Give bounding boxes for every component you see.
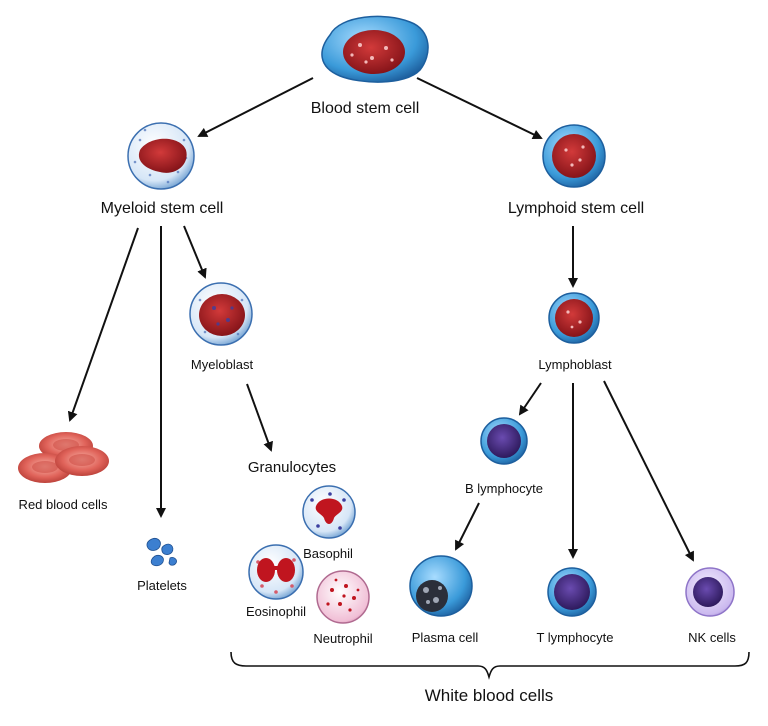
arrow-stem-to-myeloid — [197, 77, 314, 137]
neutrophil-icon — [316, 570, 370, 624]
platelets-icon — [146, 538, 177, 567]
arrow-b-to-plasma — [455, 502, 480, 551]
label-basophil: Basophil — [303, 546, 353, 561]
label-platelets: Platelets — [137, 578, 187, 593]
label-eosinophil: Eosinophil — [246, 604, 306, 619]
myeloblast-icon — [189, 282, 253, 346]
label-b-lymphocyte: B lymphocyte — [464, 481, 544, 496]
lineage-arrows — [67, 77, 694, 562]
t-lymphocyte-icon — [547, 567, 597, 617]
arrow-myeloid-to-rbc — [67, 227, 139, 422]
label-myeloid-stem-cell: Myeloid stem cell — [100, 200, 224, 217]
eosinophil-icon — [248, 544, 304, 600]
arrow-myeloblast-to-granulocytes — [246, 383, 273, 452]
plasma-cell-icon — [409, 555, 473, 617]
b-lymphocyte-icon — [480, 417, 528, 465]
arrow-lymphoblast-to-b — [518, 382, 542, 416]
label-neutrophil: Neutrophil — [313, 631, 373, 646]
arrow-myeloid-to-myeloblast — [183, 225, 207, 279]
basophil-icon — [302, 485, 356, 539]
label-blood-stem-cell: Blood stem cell — [310, 100, 420, 117]
label-lymphoid-stem-cell: Lymphoid stem cell — [507, 200, 645, 217]
lymphoblast-icon — [548, 292, 600, 344]
label-red-blood-cells: Red blood cells — [18, 497, 108, 512]
lymphoid-stem-cell-icon — [542, 124, 606, 188]
label-myeloblast: Myeloblast — [190, 357, 254, 372]
white-blood-cells-brace — [230, 651, 750, 680]
myeloid-stem-cell-icon — [127, 122, 195, 190]
blood-stem-cell-icon — [321, 15, 429, 83]
label-plasma-cell: Plasma cell — [411, 630, 479, 645]
arrow-stem-to-lymphoid — [416, 77, 543, 140]
nk-cells-icon — [685, 567, 735, 617]
label-granulocytes: Granulocytes — [247, 459, 337, 476]
label-nk-cells: NK cells — [688, 630, 736, 645]
label-t-lymphocyte: T lymphocyte — [536, 630, 614, 645]
label-lymphoblast: Lymphoblast — [538, 357, 612, 372]
arrow-lymphoblast-to-nk — [603, 380, 694, 562]
red-blood-cells-icon — [18, 432, 109, 483]
label-white-blood-cells: White blood cells — [424, 686, 554, 705]
